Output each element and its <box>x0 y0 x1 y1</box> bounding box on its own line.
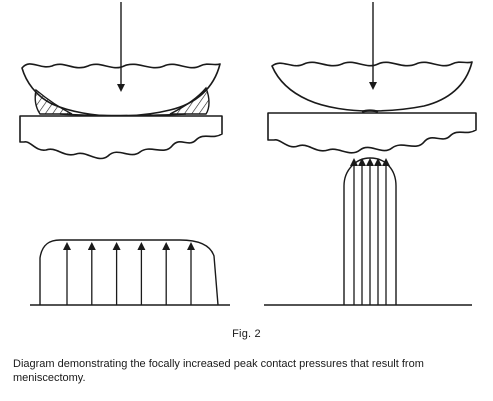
left-tibial-plateau <box>19 115 223 160</box>
left-pressure-outline <box>39 239 219 306</box>
right-tibial-plateau <box>267 112 477 154</box>
meniscectomy-diagram <box>19 2 477 306</box>
right-joint-illustration <box>267 2 477 154</box>
left-joint-illustration <box>19 2 223 160</box>
figure-caption: Diagram demonstrating the focally increa… <box>13 358 424 384</box>
figure-label: Fig. 2 <box>232 328 261 340</box>
left-pressure-distribution <box>30 239 230 306</box>
right-contact-point <box>361 109 379 114</box>
left-meniscus-wedge-medial <box>34 88 73 115</box>
right-femoral-condyle <box>271 61 473 112</box>
right-pressure-distribution <box>264 157 472 306</box>
left-meniscus-wedge-lateral <box>169 86 210 115</box>
